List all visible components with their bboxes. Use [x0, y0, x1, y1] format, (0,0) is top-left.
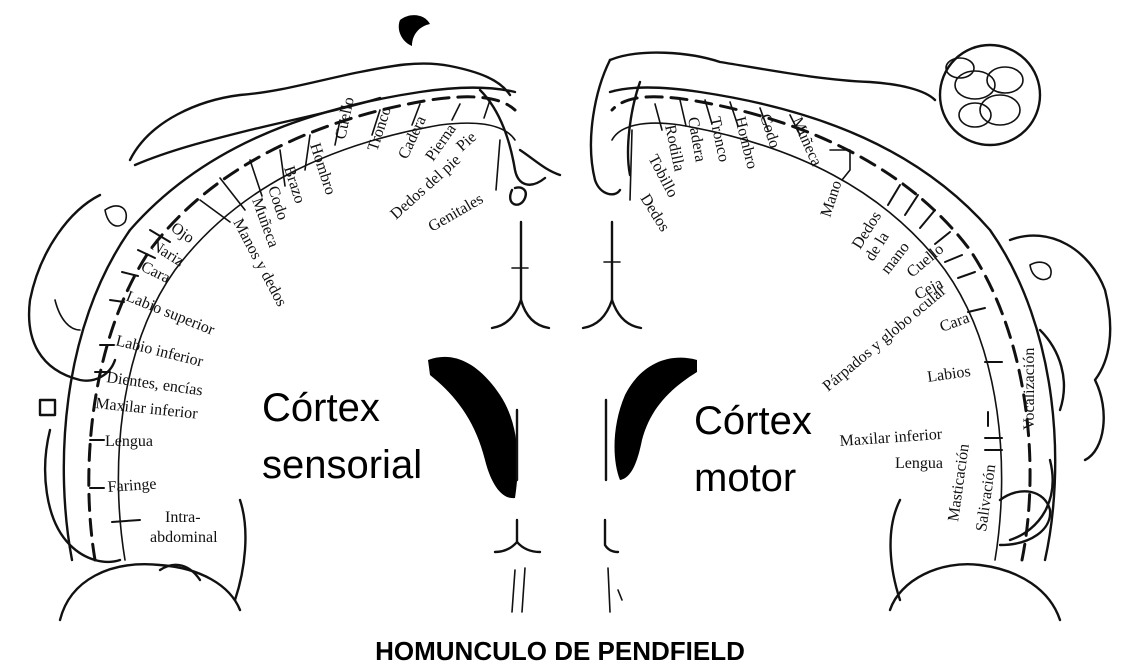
- sensory-homunculus-drawing: [29, 15, 560, 620]
- label-motor-labios: Labios: [926, 363, 971, 386]
- label-motor-masticacion: Masticación: [945, 443, 973, 523]
- motor-heading-line1: Córtex: [694, 399, 812, 443]
- label-sensory-maxilar: Maxilar inferior: [95, 395, 200, 423]
- label-sensory-genitales: Genitales: [426, 191, 487, 236]
- label-sensory-faringe: Faringe: [107, 476, 157, 496]
- sensory-heading-line2: sensorial: [262, 443, 422, 487]
- label-sensory-hombro: Hombro: [306, 141, 339, 197]
- label-motor-cadera: Cadera: [684, 116, 709, 164]
- right-ventricle-shape: [615, 358, 697, 480]
- label-sensory-labio-inferior: Labio inferior: [114, 332, 205, 370]
- label-sensory-intra1: Intra-: [165, 509, 201, 526]
- left-ventricle-shape: [428, 357, 518, 498]
- label-sensory-intra2: abdominal: [150, 529, 218, 546]
- central-midline-structures: [428, 222, 697, 612]
- label-sensory-cuello: Cuello: [332, 96, 358, 141]
- label-sensory-dientes: Dientes, encías: [105, 369, 203, 399]
- label-motor-salivacion: Salivación: [973, 463, 999, 532]
- page-title: HOMUNCULO DE PENDFIELD: [375, 636, 745, 666]
- label-motor-maxilar: Maxilar inferior: [839, 426, 943, 450]
- label-motor-cara: Cara: [938, 309, 972, 335]
- sensory-heading-line1: Córtex: [262, 386, 380, 430]
- label-motor-tronco: Tronco: [706, 115, 732, 163]
- label-motor-mano: Mano: [818, 178, 846, 219]
- label-sensory-labio-superior: Labio superior: [124, 288, 218, 339]
- label-motor-lengua: Lengua: [895, 455, 943, 472]
- label-motor-muneca: Muñeca: [788, 115, 824, 169]
- label-sensory-lengua: Lengua: [105, 433, 153, 450]
- motor-heading-line2: motor: [694, 456, 796, 500]
- label-motor-vocalizacion: Vocalización: [1021, 348, 1038, 430]
